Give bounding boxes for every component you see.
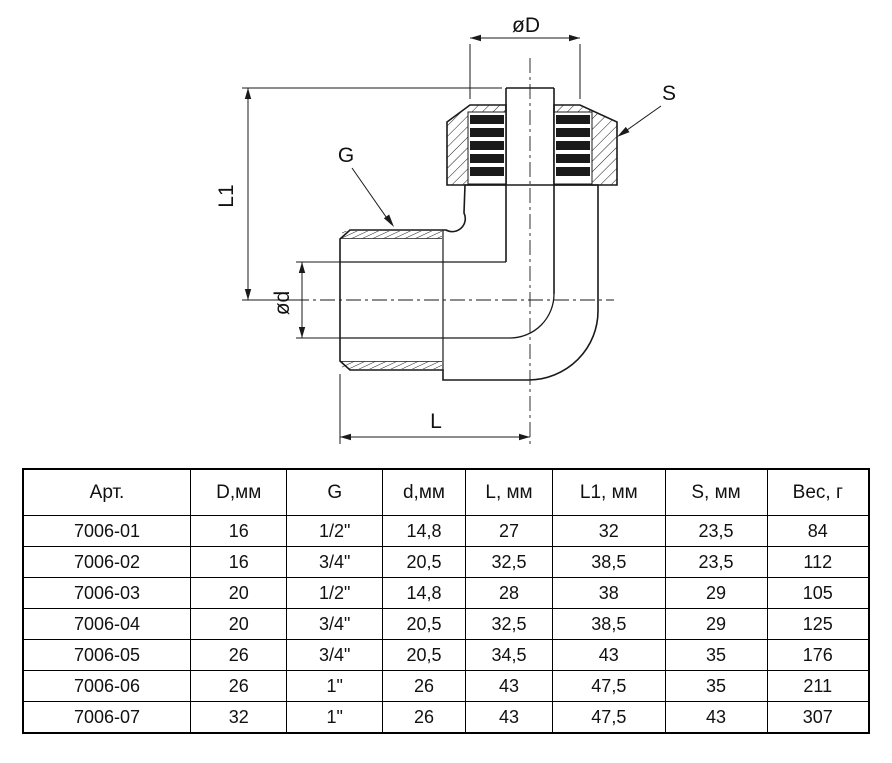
table-cell: 105: [766, 577, 870, 609]
table-cell: 20,5: [382, 608, 466, 640]
table-cell: 16: [189, 546, 288, 578]
grip-rings: [470, 115, 590, 176]
column-header: D,мм: [189, 468, 288, 516]
dim-label-height: L1: [215, 184, 238, 207]
table-cell: 7006-02: [22, 546, 191, 578]
table-cell: 16: [189, 515, 288, 547]
column-header: Вес, г: [766, 468, 870, 516]
dim-label-length: L: [430, 410, 442, 433]
table-cell: 7006-06: [22, 670, 191, 702]
table-cell: 23,5: [664, 515, 768, 547]
column-header: G: [286, 468, 384, 516]
table-cell: 7006-01: [22, 515, 191, 547]
table-cell: 3/4": [286, 639, 384, 671]
fitting-section-view: øD S G L1 ød L: [215, 14, 676, 444]
column-header: S, мм: [664, 468, 768, 516]
table-cell: 29: [664, 577, 768, 609]
inner-bore-lines: [341, 261, 555, 339]
centerlines: [294, 58, 614, 444]
table-cell: 43: [552, 639, 666, 671]
table-cell: 1": [286, 670, 384, 702]
table-cell: 27: [464, 515, 554, 547]
table-cell: 20,5: [382, 639, 466, 671]
dim-label-thread: G: [338, 144, 354, 167]
table-cell: 38,5: [552, 546, 666, 578]
technical-drawing: øD S G L1 ød L: [215, 14, 676, 444]
table-cell: 20: [189, 608, 288, 640]
table-cell: 32: [552, 515, 666, 547]
thread-hatch-top: [342, 231, 442, 239]
table-cell: 35: [664, 670, 768, 702]
table-cell: 1/2": [286, 577, 384, 609]
table-cell: 7006-05: [22, 639, 191, 671]
table-cell: 32,5: [464, 608, 554, 640]
table-cell: 3/4": [286, 608, 384, 640]
table-cell: 32,5: [464, 546, 554, 578]
table-cell: 35: [664, 639, 768, 671]
table-cell: 125: [766, 608, 870, 640]
table-cell: 47,5: [552, 701, 666, 734]
table-cell: 7006-04: [22, 608, 191, 640]
dim-label-nut-size: S: [662, 82, 676, 105]
table-cell: 38,5: [552, 608, 666, 640]
table-cell: 14,8: [382, 515, 466, 547]
table-cell: 1/2": [286, 515, 384, 547]
table-cell: 20,5: [382, 546, 466, 578]
table-cell: 38: [552, 577, 666, 609]
table-cell: 29: [664, 608, 768, 640]
table-cell: 34,5: [464, 639, 554, 671]
table-cell: 43: [664, 701, 768, 734]
table-cell: 84: [766, 515, 870, 547]
dim-label-inner-diameter: ød: [271, 291, 294, 316]
table-cell: 23,5: [664, 546, 768, 578]
column-header: L1, мм: [552, 468, 666, 516]
table-cell: 26: [382, 670, 466, 702]
table-cell: 26: [189, 639, 288, 671]
table-cell: 307: [766, 701, 870, 734]
table-cell: 211: [766, 670, 870, 702]
table-cell: 43: [464, 670, 554, 702]
table-cell: 14,8: [382, 577, 466, 609]
column-header: d,мм: [382, 468, 466, 516]
thread-hatch-bottom: [342, 361, 442, 369]
table-cell: 7006-03: [22, 577, 191, 609]
column-header: L, мм: [464, 468, 554, 516]
table-cell: 47,5: [552, 670, 666, 702]
table-cell: 112: [766, 546, 870, 578]
column-header: Арт.: [22, 468, 191, 516]
table-cell: 176: [766, 639, 870, 671]
dimension-lines: [242, 37, 662, 444]
table-cell: 1": [286, 701, 384, 734]
table-cell: 26: [189, 670, 288, 702]
table-cell: 20: [189, 577, 288, 609]
dim-label-outer-diameter: øD: [512, 14, 540, 37]
table-cell: 26: [382, 701, 466, 734]
table-cell: 32: [189, 701, 288, 734]
table-cell: 43: [464, 701, 554, 734]
fitting-body-outline: [339, 184, 599, 381]
dimension-arrowheads: [244, 34, 630, 441]
table-cell: 3/4": [286, 546, 384, 578]
table-cell: 7006-07: [22, 701, 191, 734]
table-cell: 28: [464, 577, 554, 609]
